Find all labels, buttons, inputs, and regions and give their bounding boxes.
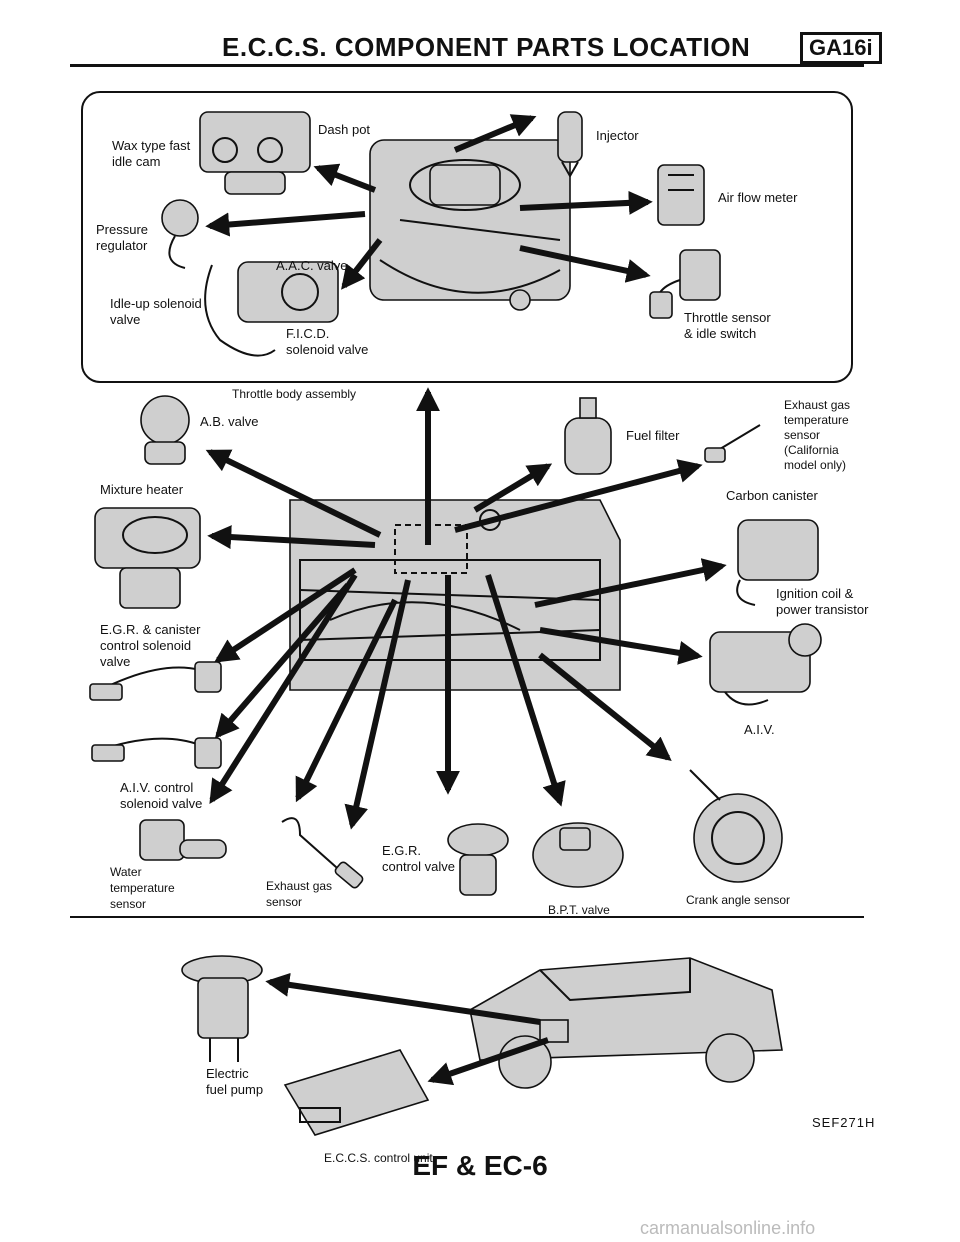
label-aiv: A.I.V. bbox=[744, 722, 775, 737]
throttle-body-drawing bbox=[369, 139, 571, 311]
ab-valve-drawing bbox=[140, 395, 190, 465]
label-throttle-sensor: Throttle sensor& idle switch bbox=[684, 310, 771, 341]
air-flow-meter-drawing bbox=[657, 164, 705, 226]
label-egr-control-valve: E.G.R.control valve bbox=[382, 843, 455, 874]
label-carbon-canister: Carbon canister bbox=[726, 488, 818, 503]
section-divider bbox=[70, 916, 864, 918]
crank-angle-sensor-drawing bbox=[689, 769, 783, 883]
label-ignition-coil: Ignition coil &power transistor bbox=[776, 586, 869, 617]
control-unit-drawing bbox=[283, 1049, 430, 1136]
pressure-regulator-drawing bbox=[161, 199, 199, 269]
egr-valve-drawing bbox=[447, 823, 509, 896]
water-temp-sensor-drawing bbox=[139, 819, 227, 861]
label-injector: Injector bbox=[596, 128, 639, 143]
page-number: EF & EC-6 bbox=[412, 1150, 548, 1181]
throttle-body-panel bbox=[81, 91, 853, 383]
label-eccs-control-unit: E.C.C.S. control unit bbox=[324, 1151, 433, 1165]
injector-drawing bbox=[557, 111, 583, 179]
aiv-solenoid-drawing bbox=[91, 737, 222, 769]
engine-code-badge: GA16i bbox=[800, 32, 882, 64]
label-air-flow-meter: Air flow meter bbox=[718, 190, 798, 205]
bpt-valve-drawing bbox=[532, 822, 624, 888]
label-aac-valve: A.A.C. valve bbox=[276, 258, 348, 273]
label-dash-pot: Dash pot bbox=[318, 122, 371, 137]
wax-idle-cam-drawing bbox=[199, 111, 311, 195]
fuel-pump-drawing bbox=[181, 955, 263, 1062]
label-throttle-body: Throttle body assembly bbox=[232, 387, 357, 401]
car-drawing bbox=[469, 957, 783, 1089]
fuel-filter-drawing bbox=[564, 397, 612, 475]
label-ab-valve: A.B. valve bbox=[200, 414, 259, 429]
label-fuel-filter: Fuel filter bbox=[626, 428, 680, 443]
exhaust-gas-sensor-drawing bbox=[281, 817, 364, 889]
header-rule bbox=[70, 64, 864, 67]
top-panel-arrows bbox=[205, 114, 653, 290]
aiv-drawing bbox=[709, 623, 822, 706]
page-title: E.C.C.S. COMPONENT PARTS LOCATION bbox=[222, 32, 751, 62]
bottom-arrows bbox=[265, 972, 549, 1086]
label-crank-angle-sensor: Crank angle sensor bbox=[686, 893, 791, 907]
watermark: carmanualsonline.info bbox=[640, 1218, 816, 1238]
ignition-coil-drawing bbox=[736, 519, 819, 606]
label-ficd: F.I.C.D.solenoid valve bbox=[286, 326, 369, 357]
mixture-heater-drawing bbox=[94, 507, 201, 609]
engine-arrows bbox=[205, 387, 727, 830]
aac-valve-drawing bbox=[204, 261, 339, 357]
egr-solenoid-drawing bbox=[89, 661, 222, 701]
throttle-sensor-drawing bbox=[649, 249, 721, 319]
label-mixture-heater: Mixture heater bbox=[100, 482, 184, 497]
exhaust-temp-sensor-drawing bbox=[704, 424, 761, 463]
label-bpt-valve: B.P.T. valve bbox=[548, 903, 610, 917]
figure-code: SEF271H bbox=[812, 1115, 876, 1130]
